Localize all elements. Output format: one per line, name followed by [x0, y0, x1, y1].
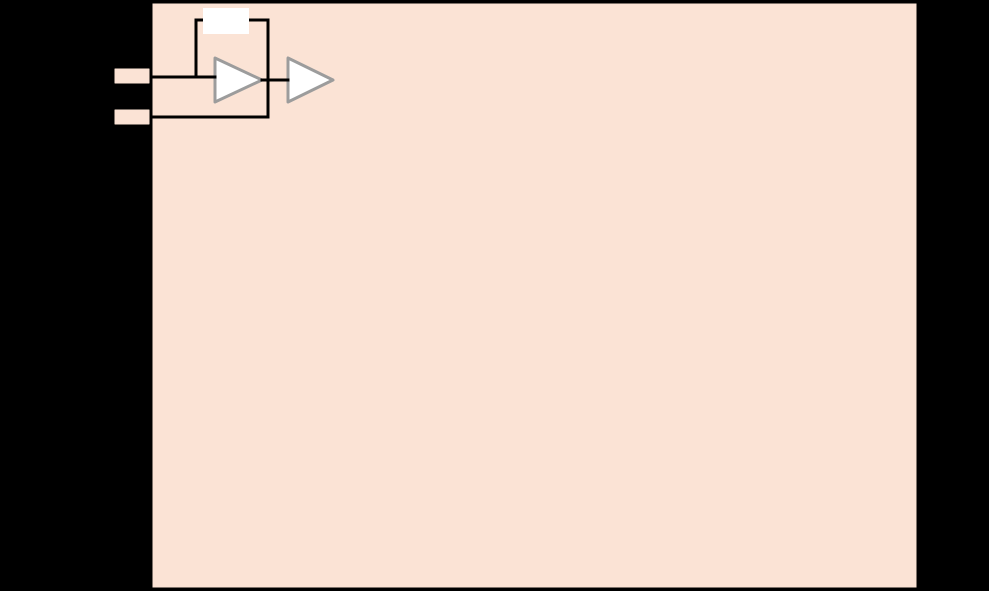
wire-feedback-right — [245, 18, 270, 119]
xout-pin[interactable] — [111, 106, 153, 128]
oscillator-section — [111, 8, 335, 128]
oscillator-inverting-amplifier[interactable] — [213, 56, 264, 104]
xin-pin[interactable] — [111, 65, 153, 87]
chip-body — [149, 0, 920, 591]
wire-feedback-left — [194, 18, 207, 79]
resistor-body — [203, 8, 249, 34]
